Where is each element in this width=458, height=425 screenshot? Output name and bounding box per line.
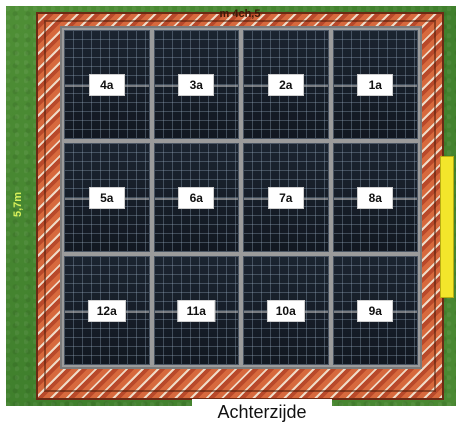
side-marker [440, 156, 454, 298]
solar-panel-6a: 6a [153, 143, 239, 252]
panel-label: 11a [177, 299, 215, 322]
roof-dimension-label: 5,7m [12, 191, 24, 217]
solar-panel-array: 4a 3a 2a 1a 5a 6a 7a 8a 12a 11a 10a 9a [60, 26, 422, 369]
solar-panel-1a: 1a [332, 30, 418, 139]
panel-label: 2a [267, 73, 304, 96]
solar-panel-12a: 12a [64, 256, 150, 365]
panel-label: 7a [267, 186, 304, 209]
solar-panel-8a: 8a [332, 143, 418, 252]
solar-panel-10a: 10a [243, 256, 329, 365]
solar-panel-3a: 3a [153, 30, 239, 139]
panel-label: 6a [178, 186, 215, 209]
panel-label: 1a [357, 73, 394, 96]
panel-label: 5a [88, 186, 125, 209]
roof-top-label: m 4ch,5 [219, 8, 261, 20]
panel-label: 12a [87, 299, 126, 322]
solar-panel-11a: 11a [153, 256, 239, 365]
solar-panel-7a: 7a [243, 143, 329, 252]
panel-label: 8a [357, 186, 394, 209]
panel-label: 4a [88, 73, 125, 96]
back-side-label: Achterzijde [192, 399, 332, 425]
solar-panel-9a: 9a [332, 256, 418, 365]
solar-panel-2a: 2a [243, 30, 329, 139]
solar-panel-5a: 5a [64, 143, 150, 252]
solar-panel-4a: 4a [64, 30, 150, 139]
panel-label: 10a [266, 299, 305, 322]
panel-label: 3a [178, 73, 215, 96]
panel-label: 9a [357, 299, 394, 322]
